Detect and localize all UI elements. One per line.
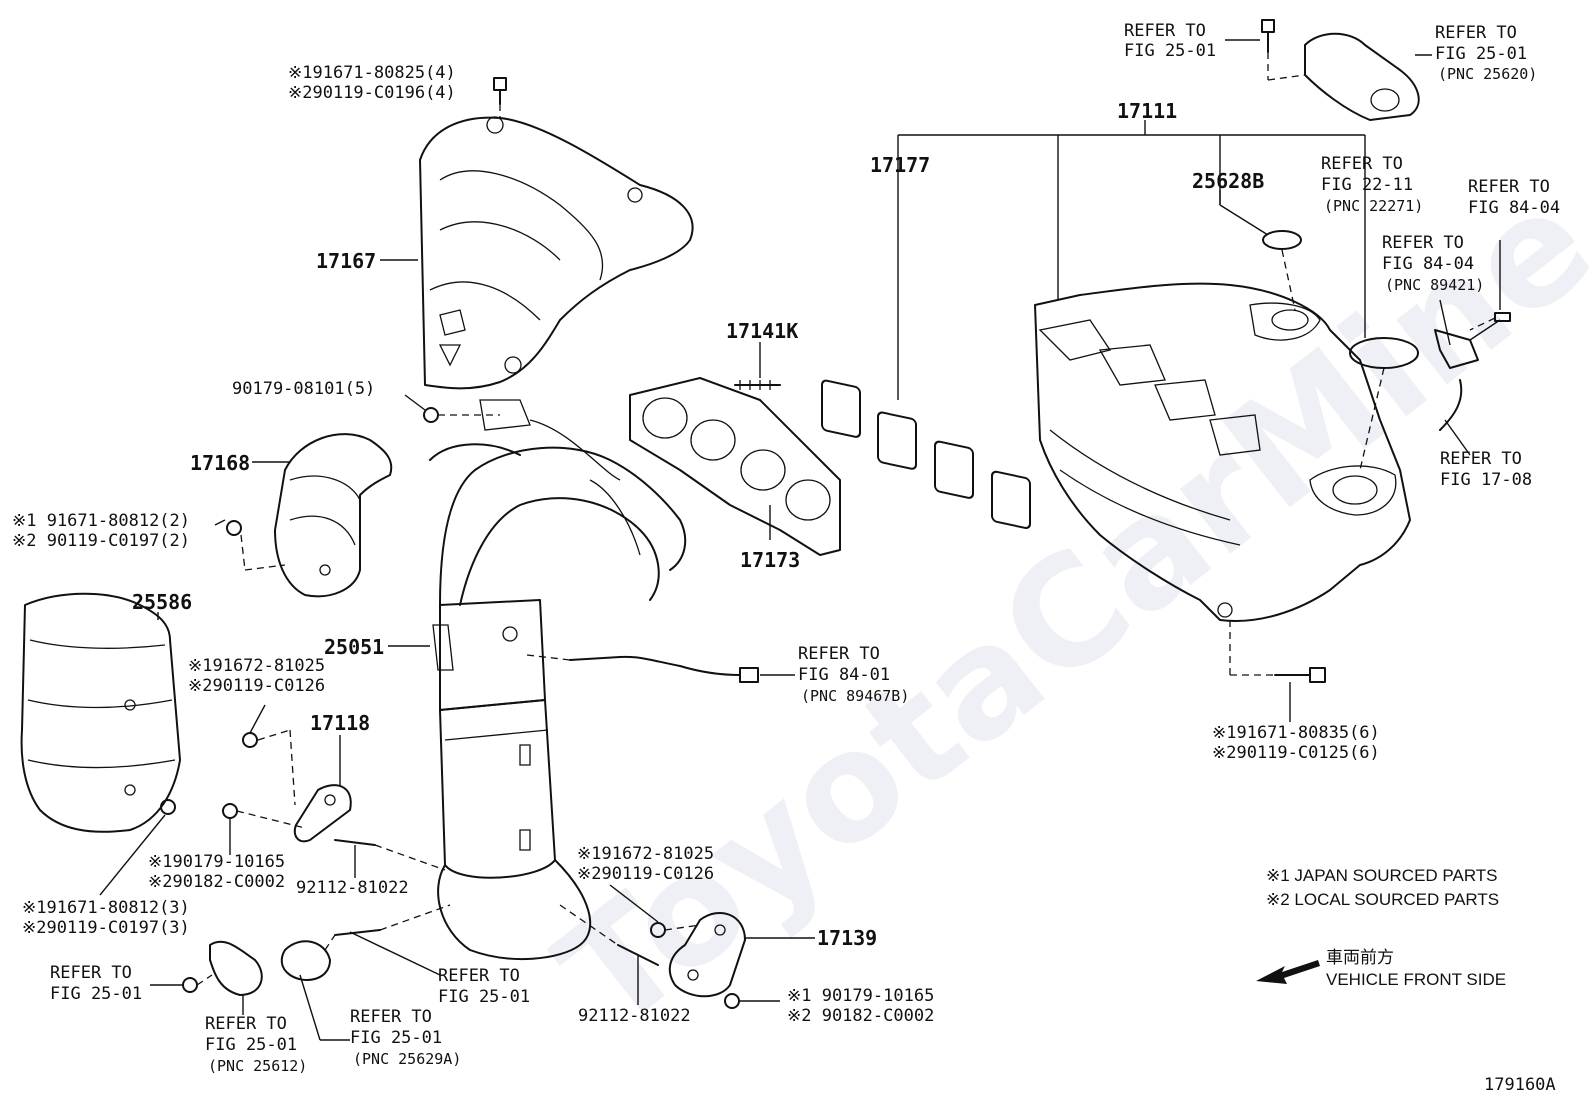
ref-8404b-3: (PNC 89421) [1385, 276, 1484, 294]
ref-bl3-2: FIG 25-01 [350, 1028, 442, 1048]
label-90179-08101: 90179-08101(5) [232, 379, 375, 399]
exhaust-manifold-25051[interactable] [429, 399, 687, 960]
insulator-17168[interactable] [274, 433, 393, 598]
label-17167: 17167 [316, 249, 376, 273]
o2-sensor-89467b [569, 655, 759, 683]
ref-2211-1: REFER TO [1321, 154, 1403, 174]
figure-id: 179160A [1484, 1075, 1556, 1095]
ref-8401-1: REFER TO [798, 644, 880, 664]
gasket-17177-set[interactable] [821, 379, 1031, 530]
ref-top-right-1: REFER TO [1435, 23, 1517, 43]
label-25051: 25051 [324, 635, 384, 659]
note-br-g2: ※2 90182-C0002 [787, 1006, 934, 1026]
note-mid-c1: ※191672-81025 [188, 656, 325, 676]
dashed-lines [196, 52, 1496, 986]
direction-label-jp: 車両前方 [1326, 948, 1394, 967]
ref-8401-2: FIG 84-01 [798, 665, 890, 685]
intake-manifold-17111[interactable] [1034, 282, 1411, 622]
bolt-im-bottom [1274, 667, 1326, 683]
ref-bl1-1: REFER TO [50, 963, 132, 983]
label-17168: 17168 [190, 451, 250, 475]
legend-local-sourced: ※2 LOCAL SOURCED PARTS [1266, 890, 1499, 909]
gasket-25629a [280, 940, 331, 981]
heat-insulator-17167[interactable] [419, 116, 694, 390]
note-top-a1: ※191671-80825(4) [288, 63, 456, 83]
ref-8404a-2: FIG 84-04 [1468, 198, 1560, 218]
note-im-h1: ※191671-80835(6) [1212, 723, 1380, 743]
insulator-25586[interactable] [20, 592, 181, 833]
label-17118: 17118 [310, 711, 370, 735]
note-low-e1: ※191671-80812(3) [22, 898, 190, 918]
ref-bl3-3: (PNC 25629A) [353, 1050, 461, 1068]
note-left-b1: ※1 91671-80812(2) [12, 511, 190, 531]
label-17111: 17111 [1117, 99, 1177, 123]
o-ring-25628b[interactable] [1262, 230, 1302, 250]
bracket-17118[interactable] [293, 784, 352, 843]
front-direction-arrow [1256, 960, 1320, 984]
ref-top-left-2: FIG 25-01 [1124, 41, 1216, 61]
label-17141k: 17141K [726, 319, 798, 343]
ref-bl2-2: FIG 25-01 [205, 1035, 297, 1055]
label-17177: 17177 [870, 153, 930, 177]
bracket-17139[interactable] [668, 911, 746, 998]
bolt-25586 [160, 799, 176, 815]
note-top-a2: ※290119-C0196(4) [288, 83, 456, 103]
legend-japan-sourced: ※1 JAPAN SOURCED PARTS [1266, 866, 1498, 885]
ref-top-left-1: REFER TO [1124, 21, 1206, 41]
nut-90179-08101 [423, 407, 439, 423]
throttle-body-ref [1261, 19, 1420, 121]
ref-8404b-1: REFER TO [1382, 233, 1464, 253]
ref-2211-2: FIG 22-11 [1321, 175, 1413, 195]
label-17139: 17139 [817, 926, 877, 950]
ref-8404a-1: REFER TO [1468, 177, 1550, 197]
ref-8404b-2: FIG 84-04 [1382, 254, 1474, 274]
clamp-25612 [209, 940, 263, 996]
nut-90179-10165-b [724, 993, 740, 1009]
note-low-d2: ※290182-C0002 [148, 872, 285, 892]
ref-bl2-3: (PNC 25612) [208, 1057, 307, 1075]
note-im-h2: ※290119-C0125(6) [1212, 743, 1380, 763]
ref-2211-3: (PNC 22271) [1324, 197, 1423, 215]
note-br-g1: ※1 90179-10165 [787, 986, 934, 1006]
label-92112-81022-a: 92112-81022 [296, 878, 409, 898]
ref-bl3-1: REFER TO [350, 1007, 432, 1027]
note-low-e2: ※290119-C0197(3) [22, 918, 190, 938]
ref-bl2-1: REFER TO [205, 1014, 287, 1034]
ref-top-right-3: (PNC 25620) [1438, 65, 1537, 83]
note-mid-c2: ※290119-C0126 [188, 676, 325, 696]
direction-label-en: VEHICLE FRONT SIDE [1326, 970, 1506, 989]
ref-bl1-2: FIG 25-01 [50, 984, 142, 1004]
leader-lines [99, 39, 1501, 1041]
ref-1708-1: REFER TO [1440, 449, 1522, 469]
ref-1708-2: FIG 17-08 [1440, 470, 1532, 490]
ref-8401-3: (PNC 89467B) [801, 687, 909, 705]
note-cat-f1: ※191672-81025 [577, 844, 714, 864]
ref-bl4-1: REFER TO [438, 966, 520, 986]
bolt-top-insulator [493, 77, 507, 105]
label-92112-81022-b: 92112-81022 [578, 1006, 691, 1026]
stud-17141k [734, 380, 781, 390]
note-low-d1: ※190179-10165 [148, 852, 285, 872]
ref-top-right-2: FIG 25-01 [1435, 44, 1527, 64]
bolt-left-17168 [226, 520, 242, 536]
nut-bottom-left [182, 977, 198, 993]
nut-90179-10165-a [222, 803, 238, 819]
ref-bl4-2: FIG 25-01 [438, 987, 530, 1007]
label-25586: 25586 [132, 590, 192, 614]
label-25628b: 25628B [1192, 169, 1264, 193]
bolt-17118 [242, 732, 258, 748]
gasket-17173[interactable] [629, 377, 841, 556]
note-left-b2: ※2 90119-C0197(2) [12, 531, 190, 551]
label-17173: 17173 [740, 548, 800, 572]
note-cat-f2: ※290119-C0126 [577, 864, 714, 884]
